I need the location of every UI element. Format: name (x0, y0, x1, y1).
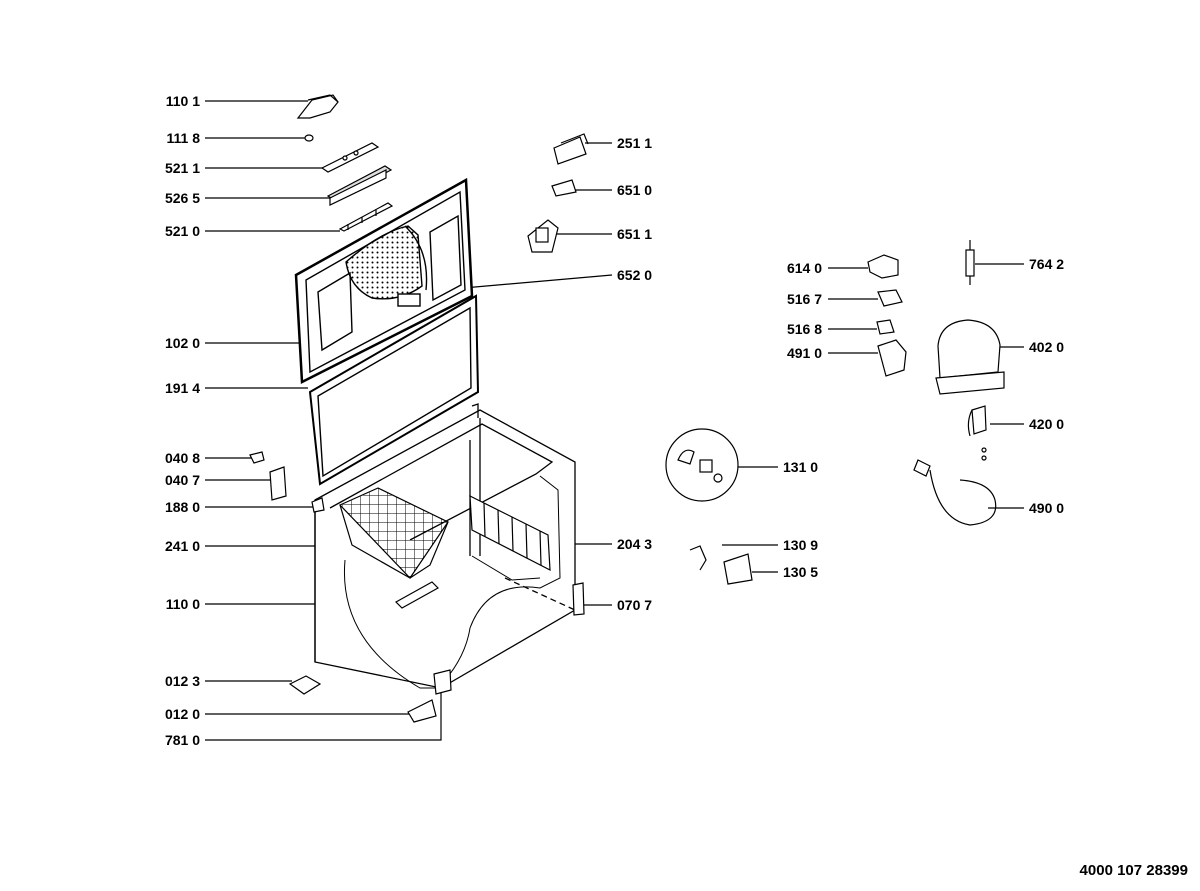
label-111-8: 111 8 (167, 130, 201, 146)
label-204-3: 204 3 (617, 536, 652, 552)
label-012-0: 012 0 (165, 706, 200, 722)
label-651-1: 651 1 (617, 226, 652, 242)
label-651-0: 651 0 (617, 182, 652, 198)
label-110-0: 110 0 (166, 596, 200, 612)
parts-center (527, 133, 589, 253)
label-040-7: 040 7 (165, 472, 200, 488)
label-521-0: 521 0 (165, 223, 200, 239)
parts-right (867, 240, 1005, 526)
label-491-0: 491 0 (787, 345, 822, 361)
label-130-5: 130 5 (783, 564, 818, 580)
parts-lower-left (249, 451, 585, 723)
label-516-7: 516 7 (787, 291, 822, 307)
label-781-0: 781 0 (165, 732, 200, 748)
label-130-9: 130 9 (783, 537, 818, 553)
label-614-0: 614 0 (787, 260, 822, 276)
label-241-0: 241 0 (165, 538, 200, 554)
label-526-5: 526 5 (165, 190, 200, 206)
label-191-4: 191 4 (165, 380, 200, 396)
wire-basket (338, 487, 449, 579)
label-131-0: 131 0 (783, 459, 818, 475)
parts-center-lower (665, 428, 753, 585)
label-521-1: 521 1 (165, 160, 200, 176)
label-188-0: 188 0 (165, 499, 200, 515)
label-764-2: 764 2 (1029, 256, 1064, 272)
label-251-1: 251 1 (617, 135, 652, 151)
label-652-0: 652 0 (617, 267, 652, 283)
label-040-8: 040 8 (165, 450, 200, 466)
label-012-3: 012 3 (165, 673, 200, 689)
lid-gasket (308, 294, 480, 486)
label-110-1: 110 1 (166, 93, 200, 109)
label-102-0: 102 0 (165, 335, 200, 351)
label-490-0: 490 0 (1029, 500, 1064, 516)
freezer-lid (294, 177, 474, 384)
document-number: 4000 107 28399 (1079, 862, 1188, 879)
parts-top-left (296, 94, 394, 232)
label-516-8: 516 8 (787, 321, 822, 337)
label-070-7: 070 7 (617, 597, 652, 613)
divider-panel (469, 494, 551, 572)
label-420-0: 420 0 (1029, 416, 1064, 432)
label-402-0: 402 0 (1029, 339, 1064, 355)
